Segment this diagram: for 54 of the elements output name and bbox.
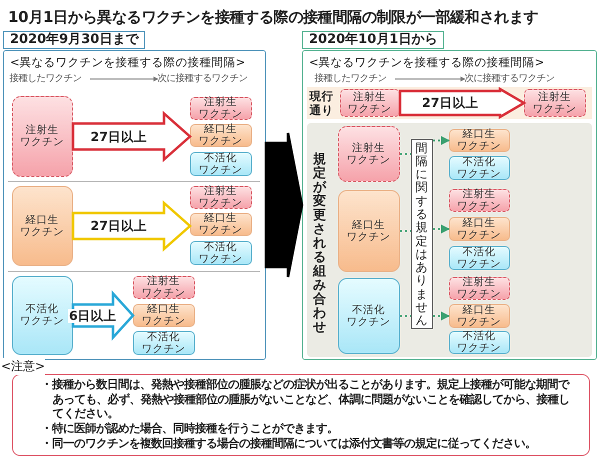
note-item: ・接種から数日間は、発熱や接種部位の腫脹などの症状が出ることがあります。規定上接種が可能な期間であっても、必ず、発熱や接種部位の腫脹がないことなど、体調に問題がないことを確認してから、接種してください。 (41, 378, 571, 422)
vaccine-box: 注射生ワクチン (524, 88, 586, 116)
vaccine-box: 経口生ワクチン (448, 128, 510, 152)
note-item: ・同一のワクチンを複数回接種する場合の接種間隔については添付文書等の規定に従ってください。 (41, 437, 537, 452)
vaccine-box: 経口生ワクチン (190, 124, 252, 146)
title: 10月1日から異なるワクチンを接種する際の接種間隔の制限が一部緩和されます (8, 8, 538, 27)
dotted-arrow (433, 224, 450, 234)
vaccine-box: 注射生ワクチン (448, 276, 510, 300)
edge-label: 27日以上 (90, 130, 148, 144)
vaccine-box: 経口生ワクチン (12, 186, 72, 266)
column-label: 次に接種するワクチン (158, 72, 258, 86)
vertical-note-box: 間隔に関する規定はありません (410, 138, 432, 328)
vaccine-box: 不活化ワクチン (132, 330, 194, 354)
edge-label: 27日以上 (421, 96, 480, 110)
vaccine-box: 注射生ワクチン (340, 88, 400, 116)
vaccine-box: 不活化ワクチン (338, 278, 400, 354)
vaccine-box: 注射生ワクチン (190, 96, 252, 120)
panel-subtitle: <異なるワクチンを接種する際の接種間隔> (309, 55, 544, 70)
vaccine-box: 不活化ワクチン (190, 240, 252, 264)
block-arrow (264, 132, 304, 278)
vaccine-box: 不活化ワクチン (448, 156, 510, 180)
edge-label: 27日以上 (90, 219, 148, 233)
dotted-line (400, 230, 411, 232)
vaccine-box: 注射生ワクチン (132, 276, 194, 298)
column-label: 接種したワクチン (10, 72, 90, 86)
arrow (394, 76, 466, 82)
vaccine-box: 不活化ワクチン (190, 152, 252, 176)
column-label: 接種したワクチン (314, 72, 394, 86)
vaccine-box: 経口生ワクチン (132, 304, 194, 326)
vaccine-box: 経口生ワクチン (338, 190, 400, 272)
vaccine-box: 経口生ワクチン (190, 212, 252, 236)
date-tab: 2020年10月1日から (302, 31, 444, 49)
vaccine-box: 注射生ワクチン (190, 186, 252, 208)
vertical-label: 規定が変更される組み合わせ (312, 152, 326, 334)
panel-subtitle: <異なるワクチンを接種する際の接種間隔> (10, 55, 246, 70)
dotted-line (400, 315, 411, 317)
row-label: 現行通り (310, 88, 334, 116)
vaccine-box: 経口生ワクチン (448, 304, 510, 328)
arrow (90, 76, 158, 82)
dotted-arrow (433, 312, 450, 320)
vaccine-box: 注射生ワクチン (12, 96, 72, 176)
vaccine-box: 不活化ワクチン (448, 330, 510, 354)
changed-combinations-band (306, 122, 592, 356)
dotted-arrow (433, 136, 450, 145)
vaccine-box: 不活化ワクチン (448, 246, 510, 270)
notes-heading: <注意> (1, 358, 46, 375)
edge-label: 6日以上 (68, 308, 118, 322)
vaccine-box: 注射生ワクチン (338, 126, 400, 182)
date-tab: 2020年9月30日まで (3, 31, 146, 49)
vaccine-box: 注射生ワクチン (448, 188, 510, 212)
note-item: ・特に医師が認めた場合、同時接種を行うことができます。 (41, 422, 339, 436)
column-label: 次に接種するワクチン (464, 72, 564, 86)
dotted-line (400, 153, 411, 155)
vaccine-box: 経口生ワクチン (448, 216, 510, 240)
